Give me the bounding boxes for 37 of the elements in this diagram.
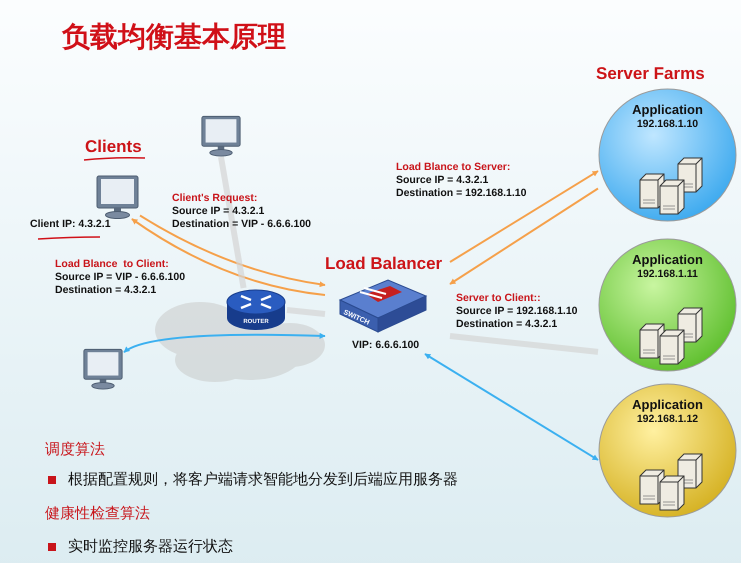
arrow [123,332,326,354]
arrow [449,188,599,285]
packet-info: Source IP = 4.3.2.1 [172,205,264,217]
application-label: Application [631,102,704,117]
bullet-text: 根据配置规则，将客户端请求智能地分发到后端应用服务器 [68,470,458,489]
packet-info: Destination = 4.3.2.1 [456,318,558,330]
section-heading: 调度算法 [45,440,105,459]
section-heading: Server Farms [596,64,705,84]
arrow [139,214,326,288]
connector-line [218,156,247,289]
ip-address: 192.168.1.12 [636,413,700,425]
application-label: Application [631,252,704,267]
ip-address: VIP: 6.6.6.100 [352,339,420,351]
device-heading: Load Balancer [325,254,442,274]
packet-heading: Load Blance to Server: [396,161,510,173]
bullet-text: 实时监控服务器运行状态 [68,537,233,556]
ip-address: Client IP: 4.3.2.1 [30,218,111,230]
arrow [449,170,599,263]
arrow [424,353,599,461]
packet-heading: Server to Client:: [456,292,541,304]
connector-line [286,307,326,317]
ip-address: 192.168.1.11 [636,268,699,280]
packet-info: Destination = 4.3.2.1 [55,284,156,296]
packet-info: Destination = VIP - 6.6.6.100 [172,218,311,230]
connector-line [450,333,598,355]
slide-title: 负载均衡基本原理 [62,19,286,55]
packet-info: Destination = 192.168.1.10 [396,187,526,199]
packet-info: Source IP = 192.168.1.10 [456,305,578,317]
arrow [131,218,326,296]
packet-info: Source IP = 4.3.2.1 [396,174,488,186]
packet-heading: Load Blance to Client: [55,258,169,270]
packet-info: Source IP = VIP - 6.6.6.100 [55,271,186,283]
application-label: Application [631,397,704,412]
ip-address: 192.168.1.10 [636,118,700,130]
packet-heading: Client's Request: [172,192,258,204]
section-heading: Clients [85,137,142,157]
section-heading: 健康性检查算法 [45,504,150,523]
